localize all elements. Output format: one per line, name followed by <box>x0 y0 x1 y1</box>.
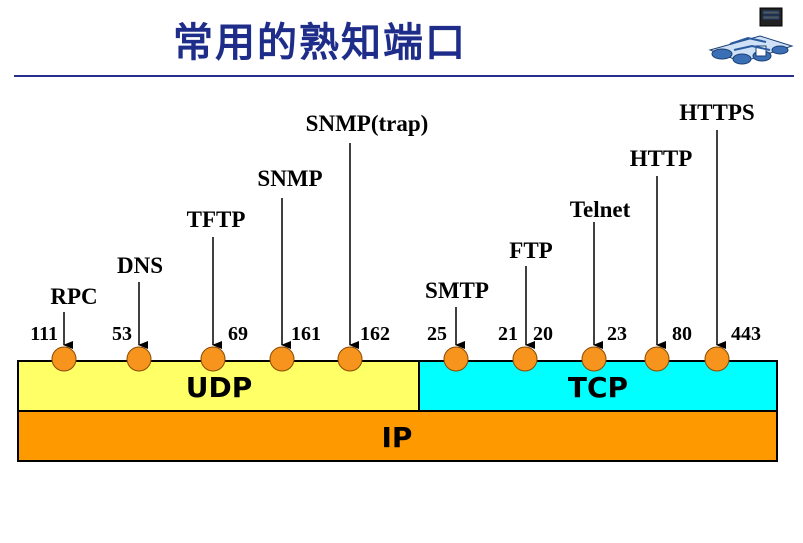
protocol-label: SNMP(trap) <box>306 111 429 136</box>
port-number: 161 <box>291 323 321 345</box>
protocol-label: FTP <box>509 238 552 263</box>
port-snmp: SNMP 161 <box>257 166 323 372</box>
title-divider <box>14 75 794 77</box>
protocol-label: SNMP <box>257 166 322 191</box>
port-number: 21 <box>498 323 518 345</box>
port-smtp: SMTP 25 <box>425 278 489 372</box>
port-telnet: Telnet 23 <box>570 197 631 372</box>
port-number: 53 <box>112 323 132 345</box>
port-circle <box>126 346 152 372</box>
port-circle <box>337 346 363 372</box>
port-number: 20 <box>533 323 553 345</box>
protocol-label: DNS <box>117 253 163 278</box>
protocol-label: SMTP <box>425 278 489 303</box>
port-number: 443 <box>731 323 761 345</box>
port-circle <box>644 346 670 372</box>
port-circle <box>704 346 730 372</box>
network-devices-icon <box>708 7 794 65</box>
port-circle <box>512 346 538 372</box>
port-circle <box>443 346 469 372</box>
protocol-label: Telnet <box>570 197 631 222</box>
port-snmp-trap: SNMP(trap) 162 <box>306 111 429 372</box>
ip-band <box>17 410 778 462</box>
page-title: 常用的熟知端口 <box>173 20 467 66</box>
port-number: 23 <box>607 323 627 345</box>
port-circle <box>51 346 77 372</box>
port-https: HTTPS 443 <box>679 100 761 372</box>
port-number: 25 <box>427 323 447 345</box>
tcp-label: TCP <box>568 371 628 404</box>
port-http: HTTP 80 <box>630 146 693 372</box>
ip-label: IP <box>382 421 413 454</box>
port-circle <box>581 346 607 372</box>
port-number: 69 <box>228 323 248 345</box>
port-rpc: RPC 111 <box>30 284 98 372</box>
port-circle <box>200 346 226 372</box>
port-tftp: TFTP 69 <box>187 207 248 372</box>
port-number: 162 <box>360 323 390 345</box>
port-number: 80 <box>672 323 692 345</box>
port-ftp: FTP 21 20 <box>498 238 553 372</box>
protocol-label: HTTP <box>630 146 693 171</box>
protocol-label: RPC <box>50 284 97 309</box>
port-number: 111 <box>30 323 58 345</box>
port-dns: DNS 53 <box>112 253 163 372</box>
protocol-label: TFTP <box>187 207 246 232</box>
udp-label: UDP <box>186 371 253 404</box>
protocol-label: HTTPS <box>679 100 754 125</box>
port-circle <box>269 346 295 372</box>
